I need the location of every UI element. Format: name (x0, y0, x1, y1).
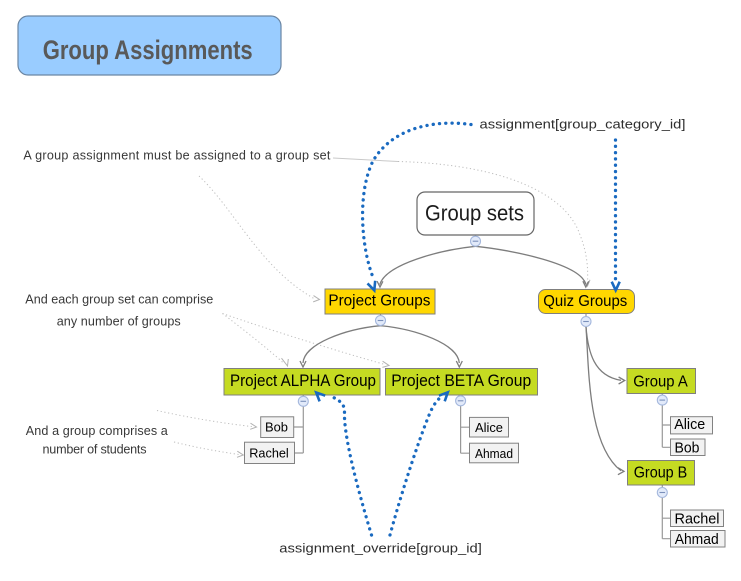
svg-text:Quiz Groups: Quiz Groups (543, 293, 627, 310)
svg-text:Alice: Alice (674, 417, 705, 433)
svg-text:assignment[group_category_id]: assignment[group_category_id] (480, 118, 686, 132)
svg-text:assignment_override[group_id]: assignment_override[group_id] (279, 542, 482, 556)
svg-text:Project ALPHA Group: Project ALPHA Group (230, 372, 376, 390)
svg-text:any number of groups: any number of groups (57, 315, 181, 329)
svg-text:Group B: Group B (634, 465, 688, 482)
svg-text:And each group set can compris: And each group set can comprise (25, 293, 213, 307)
svg-text:Project BETA Group: Project BETA Group (391, 372, 531, 390)
svg-text:A group assignment must be ass: A group assignment must be assigned to a… (23, 149, 331, 163)
svg-text:number of students: number of students (43, 443, 147, 457)
svg-text:Ahmad: Ahmad (475, 446, 513, 461)
svg-text:Rachel: Rachel (249, 446, 289, 461)
svg-text:Alice: Alice (475, 420, 503, 435)
svg-text:Ahmad: Ahmad (675, 532, 719, 548)
svg-text:Group A: Group A (633, 373, 688, 390)
svg-text:Project Groups: Project Groups (328, 293, 430, 310)
svg-text:Rachel: Rachel (675, 512, 720, 528)
svg-text:Group sets: Group sets (425, 201, 524, 226)
svg-text:Group Assignments: Group Assignments (43, 35, 253, 65)
svg-text:Bob: Bob (265, 420, 288, 435)
svg-text:And a group comprises a: And a group comprises a (26, 424, 168, 438)
svg-text:Bob: Bob (675, 441, 700, 457)
